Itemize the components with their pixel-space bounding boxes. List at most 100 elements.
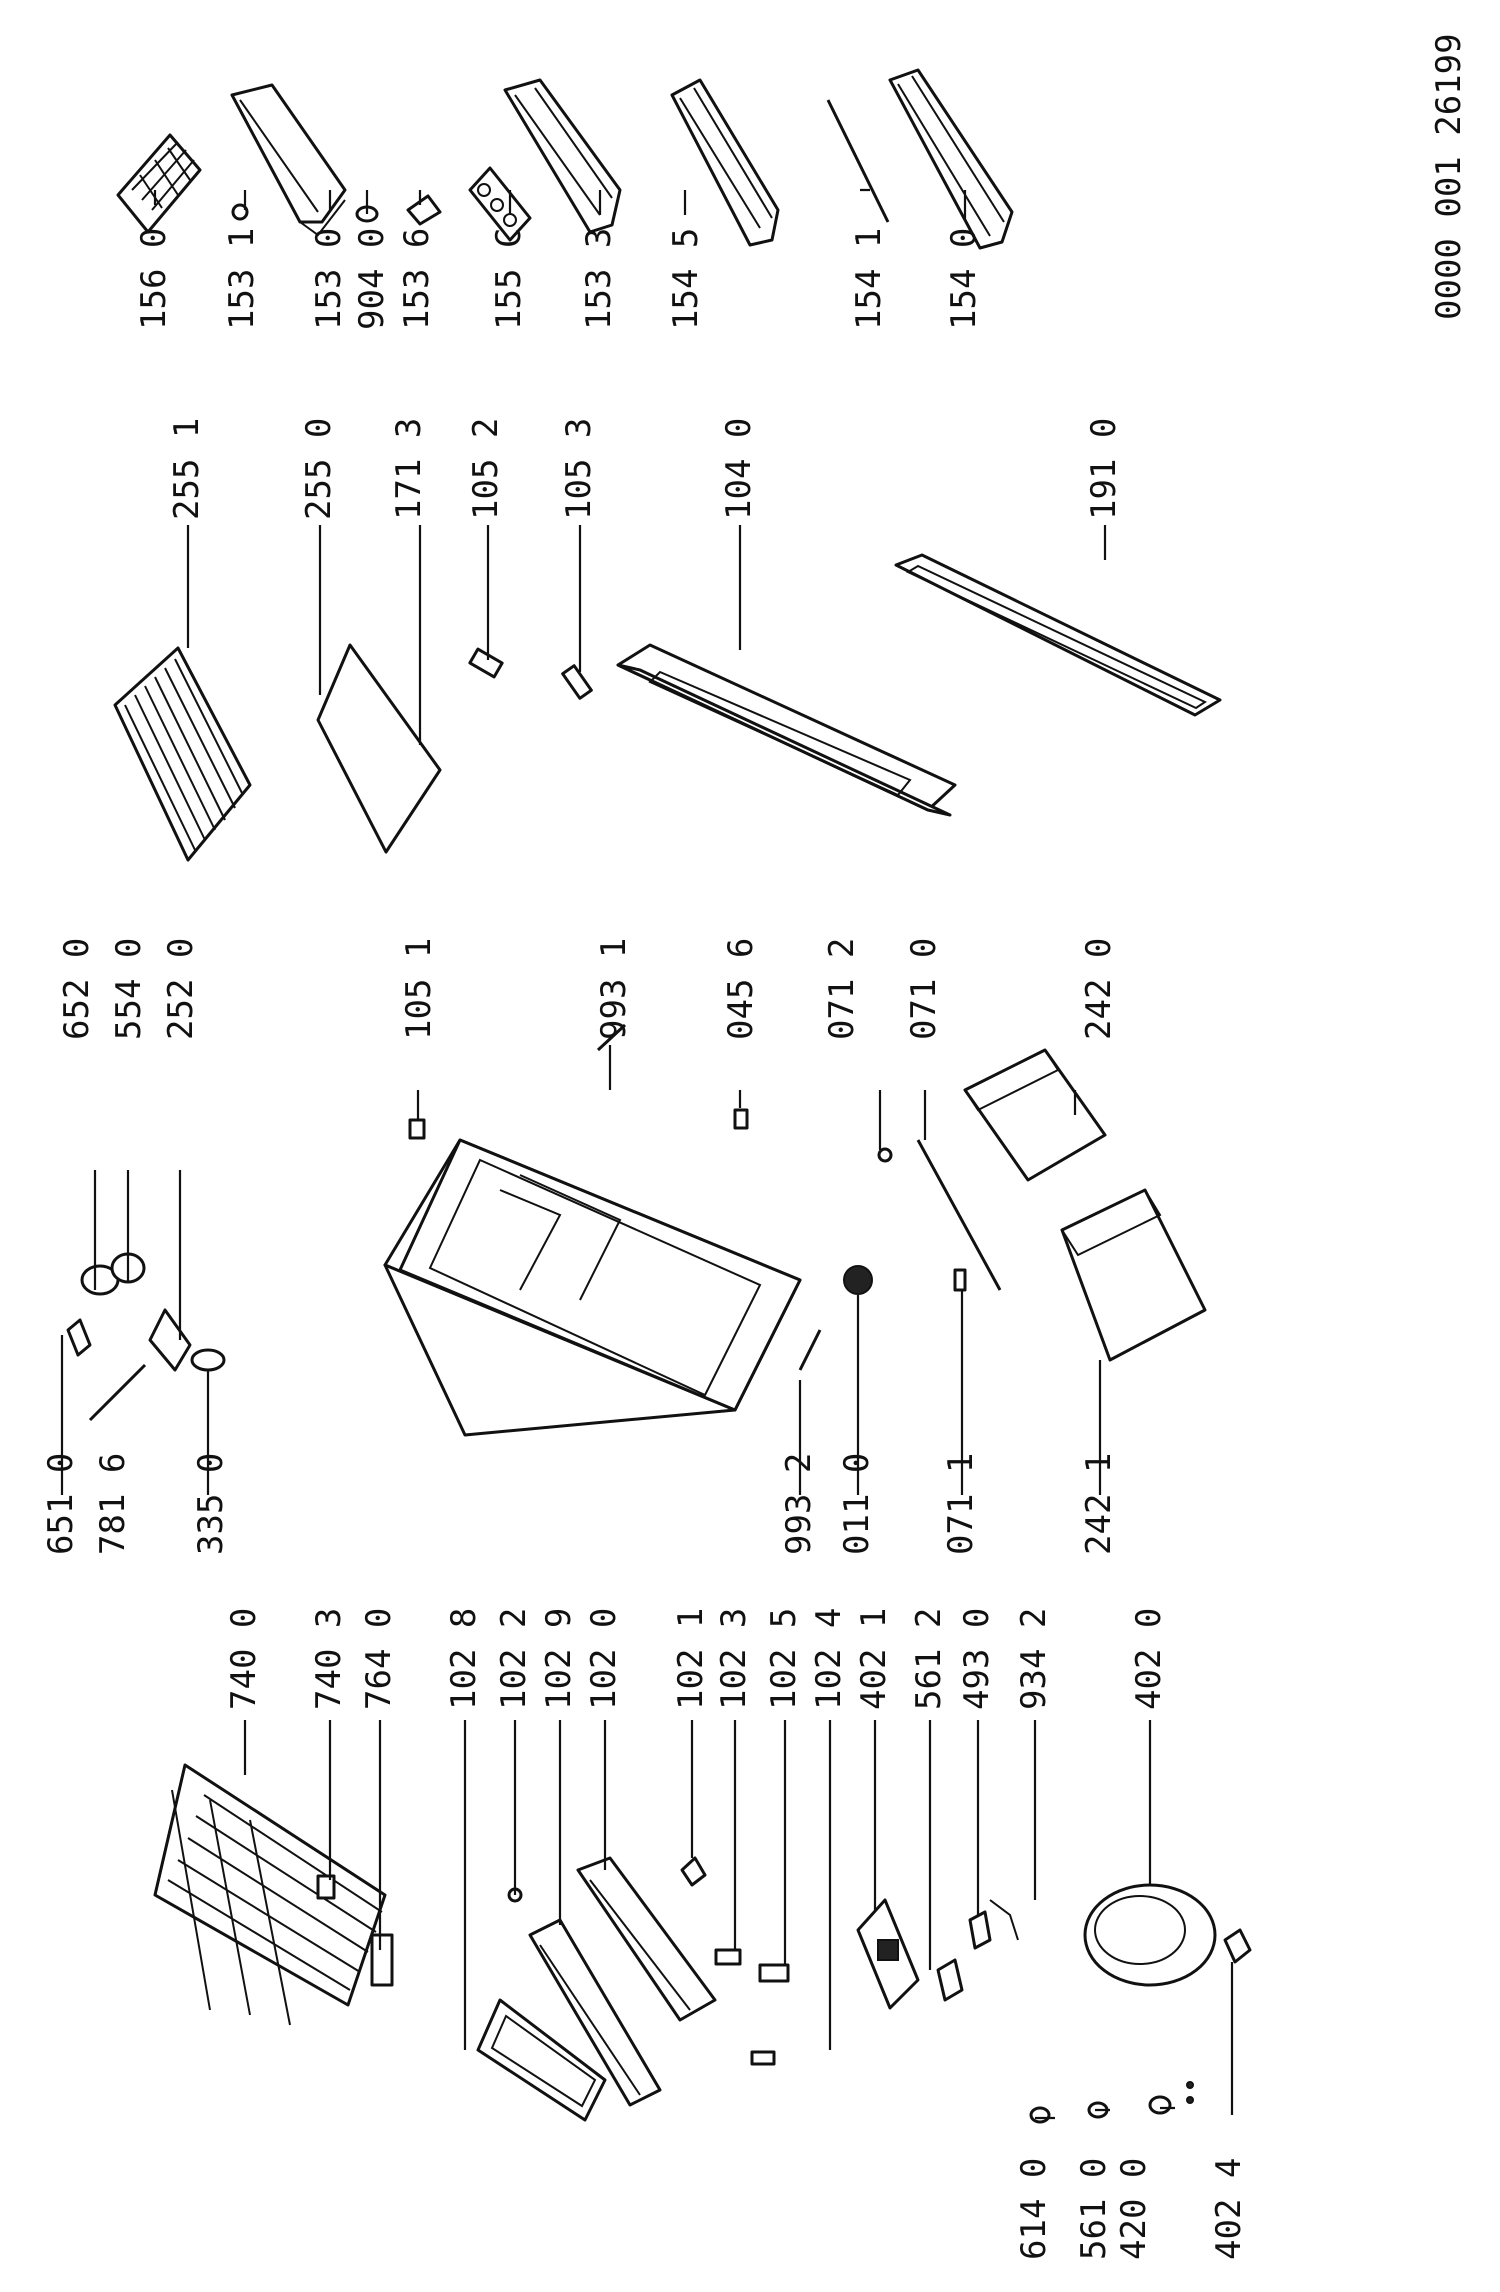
label-105-1: 105 1 xyxy=(399,938,439,1040)
label-102-0: 102 0 xyxy=(584,1608,624,1710)
clip-part xyxy=(406,194,442,226)
plate-102-3-part xyxy=(714,1948,742,1966)
drain-plug-part xyxy=(408,1118,426,1140)
crisper-242-0-part xyxy=(963,1048,1107,1182)
label-993-2: 993 2 xyxy=(779,1453,819,1555)
label-153-6: 153 6 xyxy=(397,228,437,330)
label-191-0: 191 0 xyxy=(1084,418,1124,520)
handle-071-0-part xyxy=(916,1139,1002,1291)
label-105-2: 105 2 xyxy=(466,418,506,520)
label-242-1: 242 1 xyxy=(1079,1453,1119,1555)
label-402-4: 402 4 xyxy=(1209,2158,1249,2260)
clip-740-3-part xyxy=(316,1874,336,1900)
wire-shelf-part xyxy=(113,646,252,862)
labels-shelves-door: 255 1 255 0 171 3 105 2 105 3 104 0 191 … xyxy=(167,418,1124,520)
retainer-bar-part xyxy=(826,99,890,223)
plug-493-0-part xyxy=(968,1910,992,1950)
plate-102-4-part xyxy=(750,2050,776,2066)
switch-102-1-part xyxy=(680,1856,707,1887)
shelves-door-group: 255 1 255 0 171 3 105 2 105 3 104 0 191 … xyxy=(113,418,1222,862)
label-764-0: 764 0 xyxy=(359,1608,399,1710)
compressor-402-0-part xyxy=(1083,1883,1217,1987)
label-045-6: 045 6 xyxy=(721,938,761,1040)
label-102-3: 102 3 xyxy=(714,1608,754,1710)
condenser-part xyxy=(153,1763,387,2026)
thermostat-knob-part xyxy=(66,1252,226,1422)
evap-cover-102-9-part xyxy=(528,1918,662,2107)
label-781-6: 781 6 xyxy=(93,1453,133,1555)
cover-420-0-part xyxy=(1148,2095,1172,2115)
label-102-9: 102 9 xyxy=(539,1608,579,1710)
crisper-242-1-part xyxy=(1060,1188,1207,1362)
bracket-105-3-part xyxy=(561,664,593,700)
screw-071-2-part xyxy=(877,1147,893,1163)
egg-rack-part xyxy=(468,166,532,242)
label-740-3: 740 3 xyxy=(309,1608,349,1710)
label-652-0: 652 0 xyxy=(57,938,97,1040)
cabinet-body-part xyxy=(383,1138,802,1437)
door-bin-154-5-part xyxy=(670,78,780,247)
label-102-1: 102 1 xyxy=(671,1608,711,1710)
labels-door-accessories: 156 0 153 1 153 0 904 0 153 6 155 C 153 … xyxy=(134,228,984,330)
label-561-0: 561 0 xyxy=(1074,2158,1114,2260)
label-102-2: 102 2 xyxy=(494,1608,534,1710)
label-154-5: 154 5 xyxy=(666,228,706,330)
peg-part xyxy=(231,203,249,221)
labels-cooling-bottom: 614 0 561 0 420 0 402 4 xyxy=(1014,2158,1249,2260)
label-156-0: 156 0 xyxy=(134,228,174,330)
label-740-0: 740 0 xyxy=(224,1608,264,1710)
label-614-0: 614 0 xyxy=(1014,2158,1054,2260)
label-904-0: 904 0 xyxy=(352,228,392,330)
label-554-0: 554 0 xyxy=(109,938,149,1040)
plate-102-5-part xyxy=(758,1963,790,1983)
labels-cooling-top: 740 0 740 3 764 0 102 8 102 2 102 9 102 … xyxy=(224,1608,1169,1710)
label-252-0: 252 0 xyxy=(161,938,201,1040)
label-402-0: 402 0 xyxy=(1129,1608,1169,1710)
bushing-045-6-part xyxy=(733,1108,749,1130)
label-255-0: 255 0 xyxy=(299,418,339,520)
label-102-4: 102 4 xyxy=(809,1608,849,1710)
egg-tray-part xyxy=(116,133,202,234)
door-bin-153-0-part xyxy=(230,83,347,237)
label-171-3: 171 3 xyxy=(389,418,429,520)
label-071-2: 071 2 xyxy=(822,938,862,1040)
gasket-102-8-part xyxy=(476,1998,607,2122)
cap-071-1-part xyxy=(953,1268,967,1292)
drawing-number: 0000 001 26199 xyxy=(1429,33,1469,320)
hinge-993-1-part xyxy=(596,1023,627,1052)
control-box-402-1-part xyxy=(856,1898,920,2010)
mount-402-4-part xyxy=(1223,1928,1252,1964)
label-651-0: 651 0 xyxy=(41,1453,81,1555)
label-154-1: 154 1 xyxy=(849,228,889,330)
label-102-5: 102 5 xyxy=(764,1608,804,1710)
label-561-2: 561 2 xyxy=(909,1608,949,1710)
clip-614-0-part xyxy=(1029,2106,1051,2124)
cabinet-group: 652 0 554 0 252 0 105 1 993 1 045 6 071 … xyxy=(41,938,1207,1555)
label-493-0: 493 0 xyxy=(957,1608,997,1710)
label-993-1: 993 1 xyxy=(594,938,634,1040)
drier-764-0-part xyxy=(370,1933,394,1987)
label-153-0: 153 0 xyxy=(309,228,349,330)
door-accessories-group: 156 0 153 1 153 0 904 0 153 6 155 C 153 … xyxy=(116,68,1014,330)
door-gasket-part xyxy=(894,553,1222,717)
labels-cabinet-bottom: 651 0 781 6 335 0 993 2 011 0 071 1 242 … xyxy=(41,1453,1119,1555)
door-frame-part xyxy=(616,643,957,817)
evap-panel-102-0-part xyxy=(576,1856,717,2022)
small-parts-bottom xyxy=(1029,2081,1194,2124)
label-402-1: 402 1 xyxy=(854,1608,894,1710)
cooling-system-group: 740 0 740 3 764 0 102 8 102 2 102 9 102 … xyxy=(153,1608,1252,2260)
label-071-1: 071 1 xyxy=(941,1453,981,1555)
label-255-1: 255 1 xyxy=(167,418,207,520)
label-153-3: 153 3 xyxy=(579,228,619,330)
fan-011-0-part xyxy=(843,1265,873,1295)
hinge-993-2-part xyxy=(798,1329,822,1371)
wire-934-2-part xyxy=(989,1899,1019,1941)
label-105-3: 105 3 xyxy=(559,418,599,520)
label-242-0: 242 0 xyxy=(1079,938,1119,1040)
label-934-2: 934 2 xyxy=(1014,1608,1054,1710)
door-bin-154-0-part xyxy=(888,68,1014,250)
label-335-0: 335 0 xyxy=(191,1453,231,1555)
labels-cabinet-top: 652 0 554 0 252 0 105 1 993 1 045 6 071 … xyxy=(57,938,1119,1040)
label-420-0: 420 0 xyxy=(1114,2158,1154,2260)
